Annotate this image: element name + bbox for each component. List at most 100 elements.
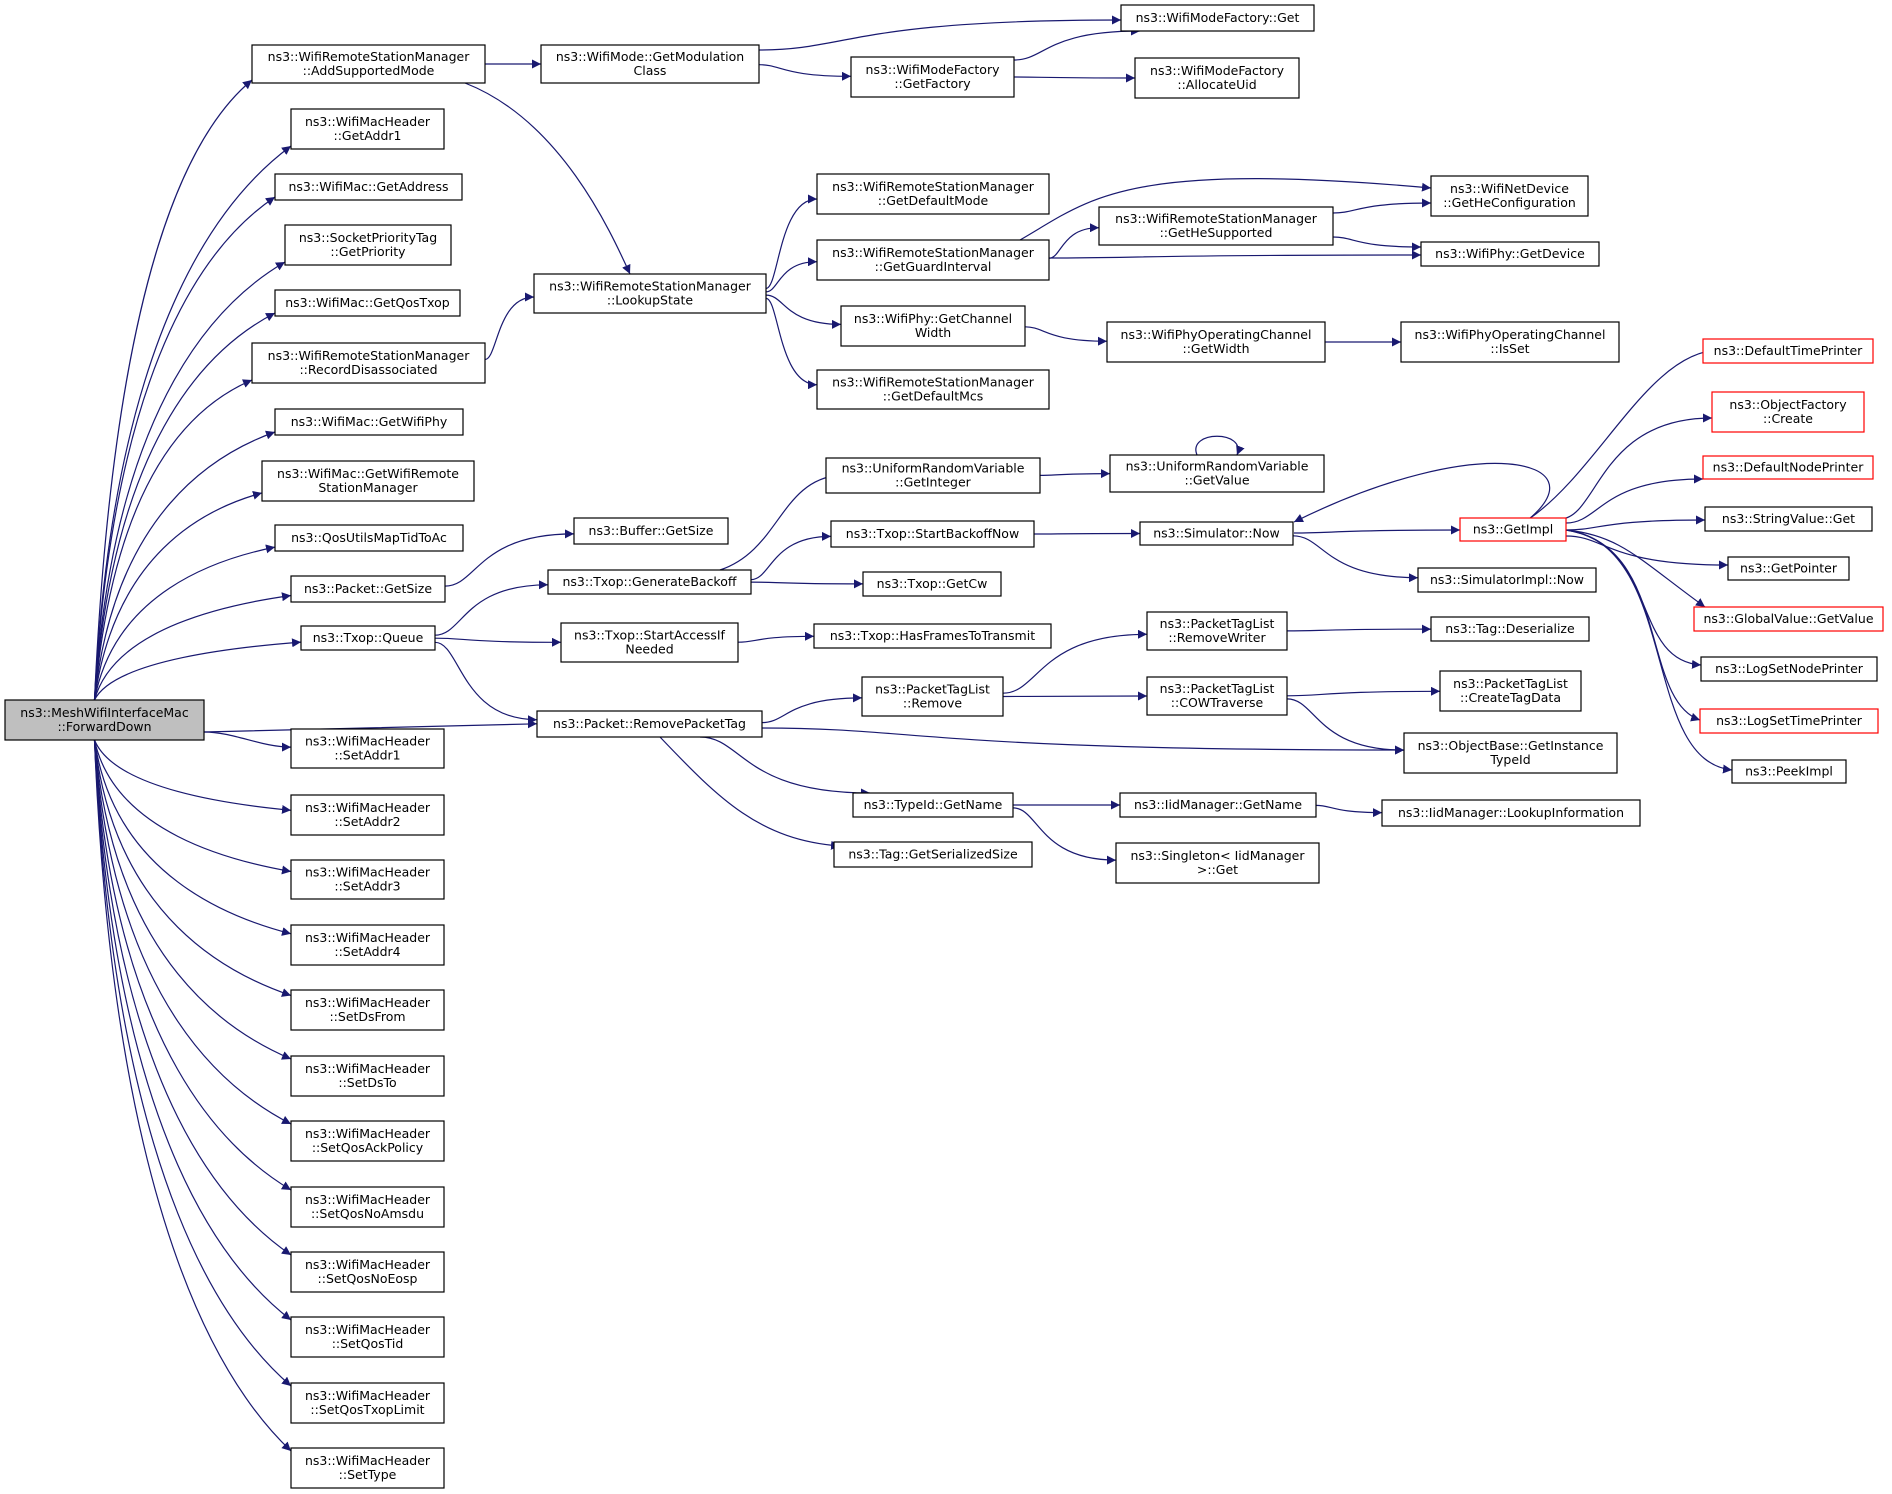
graph-node-txopqueue[interactable]: ns3::Txop::Queue [300, 625, 436, 651]
node-label-line: ::SetDsTo [338, 1075, 396, 1090]
graph-node-logsetnodeprinter[interactable]: ns3::LogSetNodePrinter [1700, 656, 1878, 682]
graph-node-addsupportedmode[interactable]: ns3::WifiRemoteStationManager::AddSuppor… [251, 44, 486, 84]
graph-node-getpriority[interactable]: ns3::SocketPriorityTag::GetPriority [284, 224, 452, 266]
node-box [1120, 4, 1315, 32]
graph-node-uniformgetinteger[interactable]: ns3::UniformRandomVariable::GetInteger [825, 457, 1041, 494]
graph-node-wifiphygetdevice[interactable]: ns3::WifiPhy::GetDevice [1420, 241, 1600, 267]
graph-node-lookupinformation[interactable]: ns3::IidManager::LookupInformation [1381, 799, 1641, 827]
graph-node-getpointer[interactable]: ns3::GetPointer [1727, 556, 1850, 581]
graph-node-setdsfrom[interactable]: ns3::WifiMacHeader::SetDsFrom [290, 989, 445, 1031]
node-box [547, 569, 752, 595]
graph-node-allocateuid[interactable]: ns3::WifiModeFactory::AllocateUid [1134, 57, 1300, 99]
graph-node-operatingchannelgetwidth[interactable]: ns3::WifiPhyOperatingChannel::GetWidth [1106, 321, 1326, 363]
graph-node-hasframestotransmit[interactable]: ns3::Txop::HasFramesToTransmit [813, 623, 1052, 649]
graph-node-cowtraverse[interactable]: ns3::PacketTagList::COWTraverse [1146, 676, 1288, 716]
node-box [290, 924, 445, 966]
graph-node-qosutilsmaptidtoac[interactable]: ns3::QosUtilsMapTidToAc [274, 524, 464, 552]
node-box [1400, 321, 1620, 363]
graph-node-getheconfiguration[interactable]: ns3::WifiNetDevice::GetHeConfiguration [1430, 175, 1589, 217]
graph-node-setqosackpolicy[interactable]: ns3::WifiMacHeader::SetQosAckPolicy [290, 1120, 445, 1162]
graph-node-settype[interactable]: ns3::WifiMacHeader::SetType [290, 1447, 445, 1489]
graph-node-logsettimeprinter[interactable]: ns3::LogSetTimePrinter [1699, 708, 1879, 734]
graph-node-setdsto[interactable]: ns3::WifiMacHeader::SetDsTo [290, 1055, 445, 1097]
node-label-line: ns3::WifiRemoteStationManager [832, 245, 1035, 260]
graph-node-globalvaluegetvalue[interactable]: ns3::GlobalValue::GetValue [1693, 606, 1884, 632]
node-box [825, 457, 1041, 494]
graph-node-getguardinterval[interactable]: ns3::WifiRemoteStationManager::GetGuardI… [816, 239, 1050, 281]
graph-node-tagdeserialize[interactable]: ns3::Tag::Deserialize [1430, 616, 1590, 642]
graph-node-setqostid[interactable]: ns3::WifiMacHeader::SetQosTid [290, 1316, 445, 1358]
edge-recorddisassociated-to-lookupstate [484, 292, 535, 361]
graph-node-setaddr3[interactable]: ns3::WifiMacHeader::SetAddr3 [290, 859, 445, 900]
graph-node-defaultnodeprinter[interactable]: ns3::DefaultNodePrinter [1702, 455, 1874, 480]
graph-node-recorddisassociated[interactable]: ns3::WifiRemoteStationManager::RecordDis… [251, 342, 486, 384]
graph-node-operatingchannelisset[interactable]: ns3::WifiPhyOperatingChannel::IsSet [1400, 321, 1620, 363]
graph-node-typeidgetname[interactable]: ns3::TypeId::GetName [852, 792, 1014, 818]
edge-path [750, 579, 864, 589]
edge-generatebackoff-to-txopgetcw [750, 579, 864, 589]
edge-path [1195, 435, 1245, 456]
graph-node-setaddr2[interactable]: ns3::WifiMacHeader::SetAddr2 [290, 794, 445, 836]
edge-removepackettag-to-getinstancetypeid [761, 727, 1405, 755]
graph-node-getqostxop[interactable]: ns3::WifiMac::GetQosTxop [274, 289, 461, 317]
graph-node-packettaglistremove[interactable]: ns3::PacketTagList::Remove [861, 676, 1004, 717]
edge-getmodulationclass-to-getfactory [758, 64, 852, 81]
graph-node-generatebackoff[interactable]: ns3::Txop::GenerateBackoff [547, 569, 752, 595]
edge-path [93, 739, 292, 1125]
graph-node-objectfactorycreate[interactable]: ns3::ObjectFactory::Create [1711, 391, 1865, 433]
graph-node-setqosnoeosp[interactable]: ns3::WifiMacHeader::SetQosNoEosp [290, 1251, 445, 1293]
graph-node-defaulttimeprinter[interactable]: ns3::DefaultTimePrinter [1702, 338, 1874, 364]
graph-node-stringvalueget[interactable]: ns3::StringValue::Get [1704, 506, 1873, 532]
graph-node-getaddr1[interactable]: ns3::WifiMacHeader::GetAddr1 [290, 108, 445, 150]
graph-node-setqosnoamsdu[interactable]: ns3::WifiMacHeader::SetQosNoAmsdu [290, 1186, 445, 1228]
edge-getimpl-to-objectfactorycreate [1559, 413, 1713, 520]
graph-node-getimpl[interactable]: ns3::GetImpl [1459, 517, 1567, 542]
edge-path [93, 739, 292, 1191]
edge-packetgetsize-to-buffergetsize [444, 529, 575, 587]
graph-node-buffergetsize[interactable]: ns3::Buffer::GetSize [573, 517, 729, 545]
node-label-line: ns3::Txop::GenerateBackoff [562, 574, 736, 589]
node-box [1146, 611, 1288, 651]
graph-node-singletonget[interactable]: ns3::Singleton< IidManager>::Get [1115, 842, 1320, 884]
node-box [862, 571, 1002, 597]
node-box [1704, 506, 1873, 532]
graph-node-setqostxoplimit[interactable]: ns3::WifiMacHeader::SetQosTxopLimit [290, 1382, 445, 1424]
graph-node-iidmanagergetname[interactable]: ns3::IidManager::GetName [1119, 792, 1317, 818]
graph-node-wifimodefactoryget[interactable]: ns3::WifiModeFactory::Get [1120, 4, 1315, 32]
graph-node-simulatorimplnow[interactable]: ns3::SimulatorImpl::Now [1417, 567, 1597, 593]
node-label-line: ns3::GetPointer [1740, 561, 1838, 576]
graph-node-createtagdata[interactable]: ns3::PacketTagList::CreateTagData [1439, 670, 1582, 712]
graph-node-uniformgetvalue[interactable]: ns3::UniformRandomVariable::GetValue [1109, 454, 1325, 493]
graph-node-setaddr1[interactable]: ns3::WifiMacHeader::SetAddr1 [290, 728, 445, 769]
graph-node-txopgetcw[interactable]: ns3::Txop::GetCw [862, 571, 1002, 597]
edge-path [1565, 529, 1706, 608]
graph-node-removewriter[interactable]: ns3::PacketTagList::RemoveWriter [1146, 611, 1288, 651]
graph-node-packetgetsize[interactable]: ns3::Packet::GetSize [290, 575, 446, 603]
graph-node-simulatornow[interactable]: ns3::Simulator::Now [1139, 521, 1294, 546]
graph-node-getwifiremotestationmanager[interactable]: ns3::WifiMac::GetWifiRemoteStationManage… [261, 460, 475, 502]
graph-node-taggetserializedsize[interactable]: ns3::Tag::GetSerializedSize [833, 841, 1033, 868]
graph-node-removepackettag[interactable]: ns3::Packet::RemovePacketTag [536, 710, 763, 738]
graph-node-getfactory[interactable]: ns3::WifiModeFactory::GetFactory [850, 56, 1015, 98]
graph-node-startbackoffnow[interactable]: ns3::Txop::StartBackoffNow [830, 520, 1035, 548]
graph-node-getdefaultmode[interactable]: ns3::WifiRemoteStationManager::GetDefaul… [816, 173, 1050, 215]
graph-node-lookupstate[interactable]: ns3::WifiRemoteStationManager::LookupSta… [533, 273, 767, 314]
graph-node-forwarddown[interactable]: ns3::MeshWifiInterfaceMac::ForwardDown [4, 699, 205, 741]
graph-node-setaddr4[interactable]: ns3::WifiMacHeader::SetAddr4 [290, 924, 445, 966]
graph-node-getaddress[interactable]: ns3::WifiMac::GetAddress [274, 173, 463, 201]
node-label-line: ::RecordDisassociated [299, 362, 437, 377]
edge-path [750, 531, 832, 581]
graph-node-getdefaultmcs[interactable]: ns3::WifiRemoteStationManager::GetDefaul… [816, 369, 1050, 410]
graph-node-gethesupported[interactable]: ns3::WifiRemoteStationManager::GetHeSupp… [1098, 206, 1334, 246]
node-box [840, 305, 1026, 347]
node-box [833, 841, 1033, 868]
graph-node-getwifiphy[interactable]: ns3::WifiMac::GetWifiPhy [274, 408, 464, 436]
edge-path [719, 471, 841, 571]
edge-lookupstate-to-getchannelwidth [765, 294, 842, 329]
edge-path [434, 637, 562, 647]
graph-node-peekimpl[interactable]: ns3::PeekImpl [1731, 759, 1847, 784]
